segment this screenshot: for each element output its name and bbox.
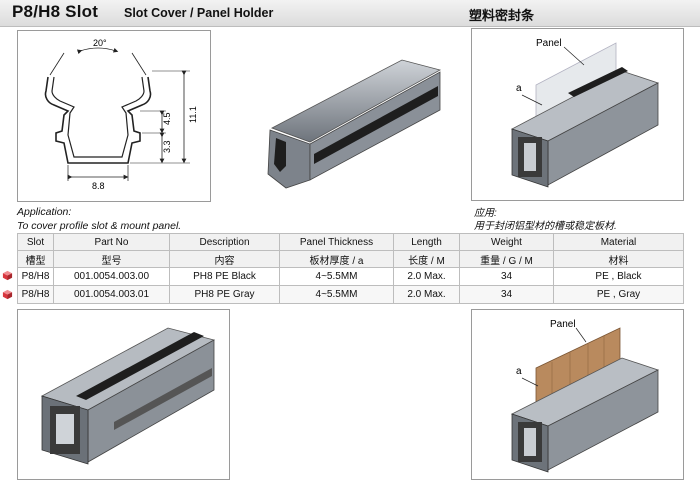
cell-thickness: 4~5.5MM (279, 285, 394, 304)
strip-3d-view (252, 50, 452, 190)
cell-slot: P8/H8 (17, 267, 54, 286)
page-title-cn: 塑料密封条 (469, 8, 535, 23)
cell-slot: P8/H8 (17, 285, 54, 304)
cell-thickness: 4~5.5MM (279, 267, 394, 286)
table-header-row: Slot Part No Description Panel Thickness… (17, 233, 684, 251)
col-header-cn: 型号 (53, 250, 170, 268)
cell-length: 2.0 Max. (393, 285, 460, 304)
cell-weight: 34 (459, 285, 554, 304)
dim-angle: 20° (93, 38, 107, 48)
cell-weight: 34 (459, 267, 554, 286)
col-header-cn: 槽型 (17, 250, 54, 268)
col-header: Description (169, 233, 280, 251)
col-header: Panel Thickness (279, 233, 394, 251)
cross-section-drawing: 20° 8.8 4.5 3.3 11.1 (17, 30, 211, 202)
header-bar (0, 0, 700, 27)
table-row[interactable]: P8/H8 001.0054.003.00 PH8 PE Black 4~5.5… (17, 267, 684, 286)
panel-label-top: Panel (536, 38, 562, 49)
col-header: Weight (459, 233, 554, 251)
cell-material: PE , Gray (553, 285, 684, 304)
cell-part-no: 001.0054.003.01 (53, 285, 170, 304)
cell-material: PE , Black (553, 267, 684, 286)
col-header-cn: 长度 / M (393, 250, 460, 268)
wood-panel-view: Panel a (471, 309, 684, 480)
dim-width: 8.8 (92, 181, 105, 191)
dim-3-3: 3.3 (162, 140, 172, 153)
panel-mount-view: Panel a (471, 28, 684, 201)
col-header-cn: 内容 (169, 250, 280, 268)
page-title: P8/H8 Slot (12, 2, 99, 21)
col-header-cn: 材料 (553, 250, 684, 268)
cell-description: PH8 PE Black (169, 267, 280, 286)
cell-length: 2.0 Max. (393, 267, 460, 286)
col-header: Slot (17, 233, 54, 251)
panel-label-bottom: Panel (550, 319, 576, 330)
application-text-cn: 用于封闭铝型材的槽或稳定板材. (474, 221, 617, 232)
col-header: Length (393, 233, 460, 251)
table-header-row-cn: 槽型 型号 内容 板材厚度 / a 长度 / M 重量 / G / M 材料 (17, 250, 684, 268)
application-title: Application: (17, 206, 72, 218)
dim-4-5: 4.5 (162, 112, 172, 125)
spec-table: Slot Part No Description Panel Thickness… (17, 233, 684, 304)
application-title-cn: 应用: (474, 208, 497, 219)
col-header: Material (553, 233, 684, 251)
cube-bullet-icon (2, 270, 13, 281)
cell-description: PH8 PE Gray (169, 285, 280, 304)
a-label-top: a (516, 83, 522, 94)
col-header: Part No (53, 233, 170, 251)
col-header-cn: 板材厚度 / a (279, 250, 394, 268)
page-subtitle: Slot Cover / Panel Holder (124, 6, 274, 20)
application-text: To cover profile slot & mount panel. (17, 220, 182, 232)
cube-bullet-icon (2, 289, 13, 300)
profile-with-strip-view (17, 309, 230, 480)
a-label-bottom: a (516, 366, 522, 377)
table-row[interactable]: P8/H8 001.0054.003.01 PH8 PE Gray 4~5.5M… (17, 285, 684, 304)
cell-part-no: 001.0054.003.00 (53, 267, 170, 286)
dim-11-1: 11.1 (188, 106, 198, 123)
col-header-cn: 重量 / G / M (459, 250, 554, 268)
